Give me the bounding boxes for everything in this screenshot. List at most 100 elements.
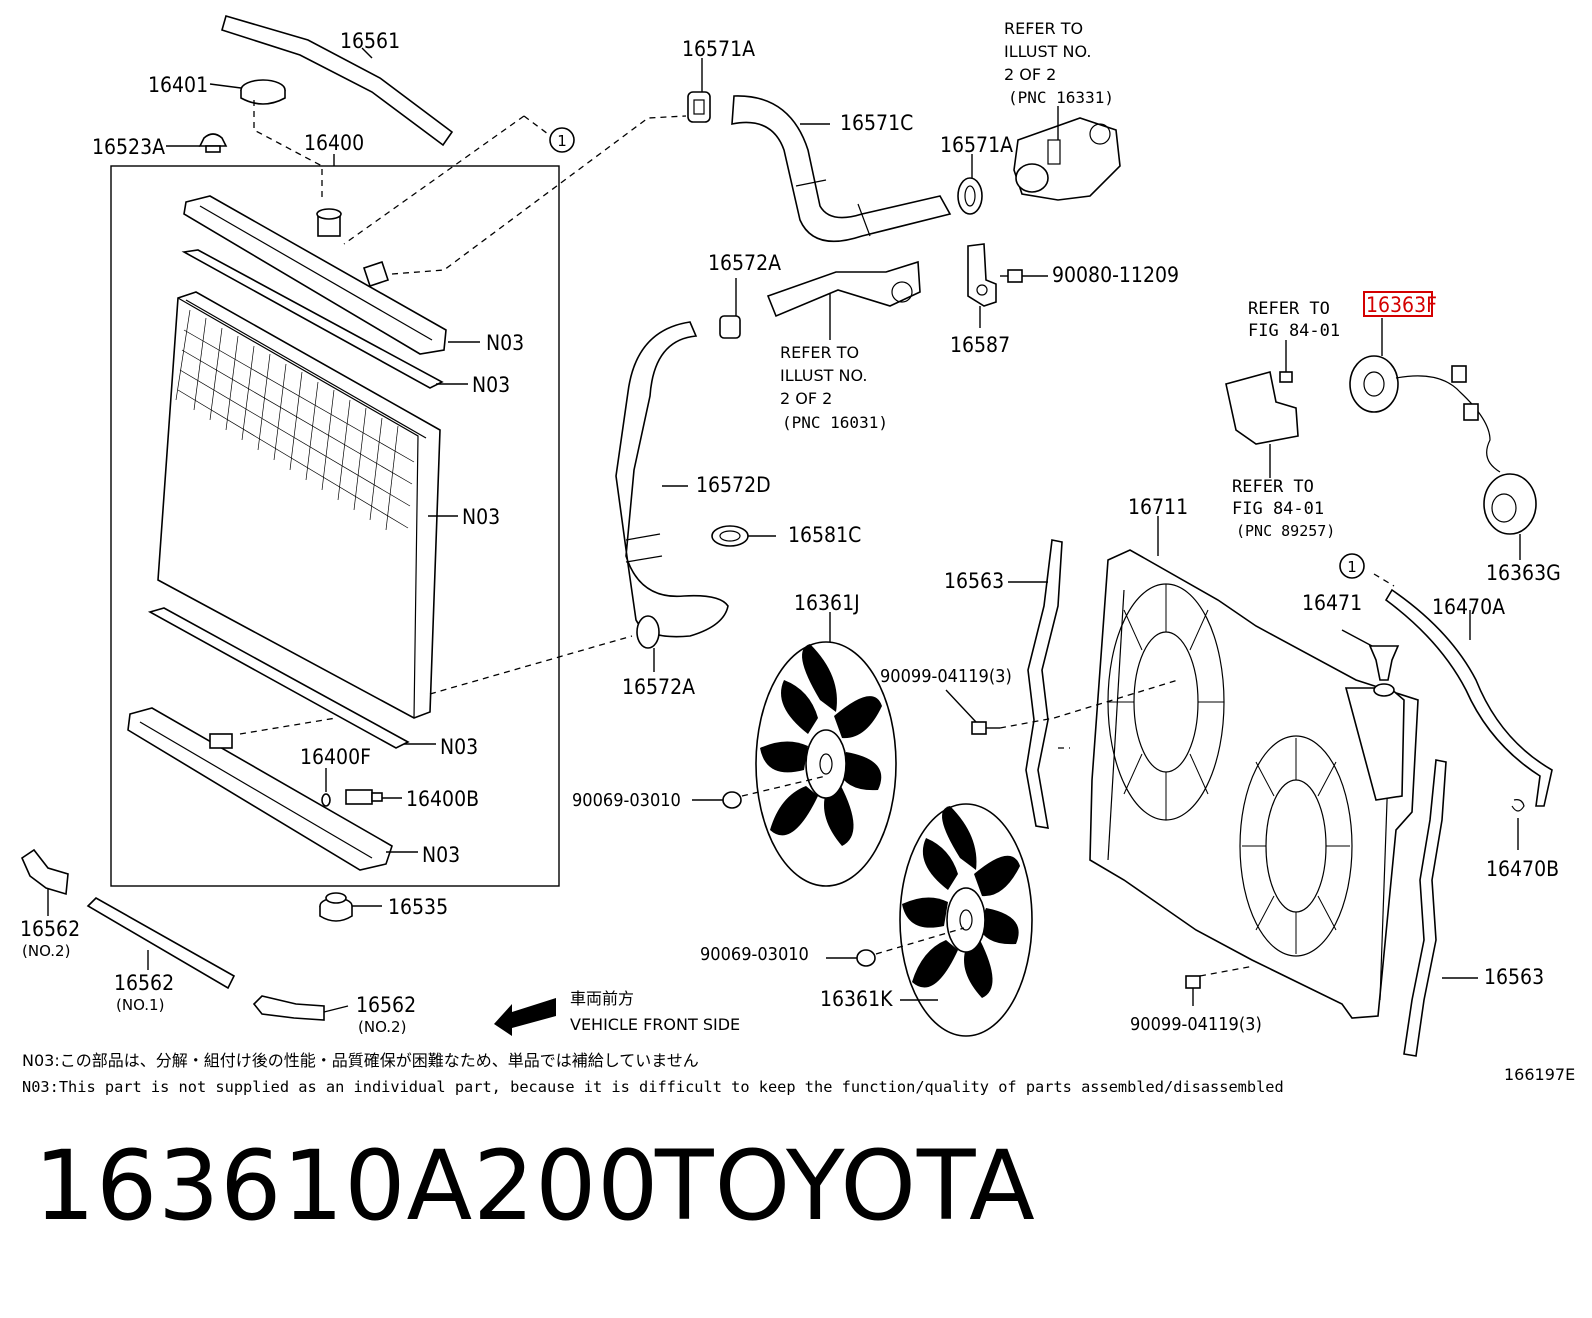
clip-16470B [1511,799,1525,850]
clamp-16571A-top [687,91,711,123]
brand-title: TOYOTA [655,1130,1036,1242]
cushion-16535 [319,892,353,922]
label-16363G: 16363G [1486,561,1561,585]
hose-bracket-16587 [967,243,997,328]
leaders-middle [662,58,973,487]
overflow-hose-16470A [1384,588,1553,807]
radiator-lower-tank [127,707,393,871]
svg-text:1: 1 [1347,558,1357,576]
label-n03-upper-tank: N03 [486,331,524,355]
label-90080-11209: 90080-11209 [1052,263,1179,287]
label-16361J: 16361J [794,591,860,615]
leaders-right [900,581,1478,1001]
label-16562-no2-bottom-sub: (NO.2) [358,1018,406,1036]
label-16400: 16400 [304,131,364,155]
label-16400B: 16400B [406,787,479,811]
label-16563-right: 16563 [1484,965,1544,989]
label-16571C: 16571C [840,111,913,135]
dashed-lines-left [239,100,687,735]
label-90069-03010-top: 90069-03010 [572,790,681,811]
label-16401: 16401 [148,73,208,97]
radiator-group-box [110,165,560,887]
fan-16361J [755,612,897,887]
fan-motor-16363F [1349,318,1501,473]
fan-16361K [899,803,1033,1037]
label-16571A-top: 16571A [682,37,755,61]
label-n03-lower-tank: N03 [422,843,460,867]
label-16470A: 16470A [1432,595,1505,619]
seal-strip-16561 [221,15,454,147]
fan-shroud-16711 [1089,516,1419,1019]
bolt-90080-11209 [1000,269,1048,283]
seal-16562-no2-left [20,848,69,896]
label-16561: 16561 [340,29,400,53]
gasket-upper [181,249,444,389]
label-16563-left: 16563 [944,569,1004,593]
front-side-en: VEHICLE FRONT SIDE [570,1015,740,1034]
seal-16563-left [1025,539,1063,829]
radiator-upper-tank [183,195,447,355]
clip-16471 [1341,629,1400,681]
note-jp: N03:この部品は、分解・組付け後の性能・品質確保が困難なため、単品では補給して… [22,1051,699,1070]
water-pipe [766,260,921,340]
label-16471: 16471 [1302,591,1362,615]
label-n03-core: N03 [462,505,500,529]
label-n03-lower-gasket: N03 [440,735,478,759]
refer-pnc16031: REFER TO ILLUST NO. 2 OF 2 (PNC 16031) [780,343,888,432]
front-side-jp: 車両前方 [570,989,634,1008]
label-16572A-bottom: 16572A [622,675,695,699]
refer-fig8401-bottom: REFER TO FIG 84-01 (PNC 89257) [1232,477,1335,540]
drain-cock-16400B [345,789,383,805]
label-90099-04119-top: 90099-04119(3) [880,666,1012,687]
highlight-box-16363F [1363,291,1433,317]
clamp-16572A-bottom [636,615,660,672]
radiator-cap-16401 [240,79,286,105]
figure-id: 166197E [1504,1065,1575,1084]
label-16572D: 16572D [696,473,771,497]
seal-16563-right [1403,759,1447,1057]
label-90069-03010-bottom: 90069-03010 [700,944,809,965]
bolt-90099-04119-bottom [1185,975,1201,1006]
water-inlet-housing [1013,106,1121,201]
clamp-16581C [711,525,776,547]
label-16587: 16587 [950,333,1010,357]
gasket-lower [147,607,410,749]
label-90099-04119-bottom: 90099-04119(3) [1130,1014,1262,1035]
refer-pnc16331: REFER TO ILLUST NO. 2 OF 2 (PNC 16331) [1004,19,1114,107]
label-16400F: 16400F [300,745,371,769]
note-en: N03:This part is not supplied as an indi… [22,1078,1284,1096]
label-16562-no1-sub: (NO.1) [116,996,164,1014]
label-16562-no2-bottom: 16562 [356,993,416,1017]
clip-16523A [198,133,228,153]
bolt-90099-04119-top [945,689,1000,735]
refer-fig8401-top: REFER TO FIG 84-01 [1248,299,1340,341]
label-16581C: 16581C [788,523,861,547]
callout-circle-1-left: 1 [549,127,575,153]
svg-text:1: 1 [557,132,567,150]
label-16562-no2-left-sub: (NO.2) [22,942,70,960]
clamp-16571A-right [957,177,983,215]
label-16363F: 16363F [1366,293,1437,317]
leaders-left [47,47,480,1013]
fan-controller [1225,340,1299,478]
nut-90069-03010-bottom [826,949,876,967]
parts-diagram: 1 1 16561 16401 16523A 16400 16571A 1657… [20,15,1575,1096]
label-16572A-top: 16572A [708,251,781,275]
nut-90069-03010-top [692,791,742,809]
label-n03-upper-gasket: N03 [472,373,510,397]
front-arrow [494,998,556,1036]
label-16523A: 16523A [92,135,165,159]
label-16470B: 16470B [1486,857,1559,881]
upper-hose-16571C [731,95,952,243]
radiator-core [157,291,441,719]
seal-16562-no1 [86,897,236,990]
lower-hose-16572D [615,321,729,638]
callout-circle-1-right: 1 [1339,553,1365,579]
clamp-16572A-top [719,278,741,339]
label-16571A-right: 16571A [940,133,1013,157]
dashed-lines-right [741,679,1255,977]
label-16711: 16711 [1128,495,1188,519]
label-16562-no1: 16562 [114,971,174,995]
oring-16400F [321,793,331,807]
label-16562-no2-left: 16562 [20,917,80,941]
